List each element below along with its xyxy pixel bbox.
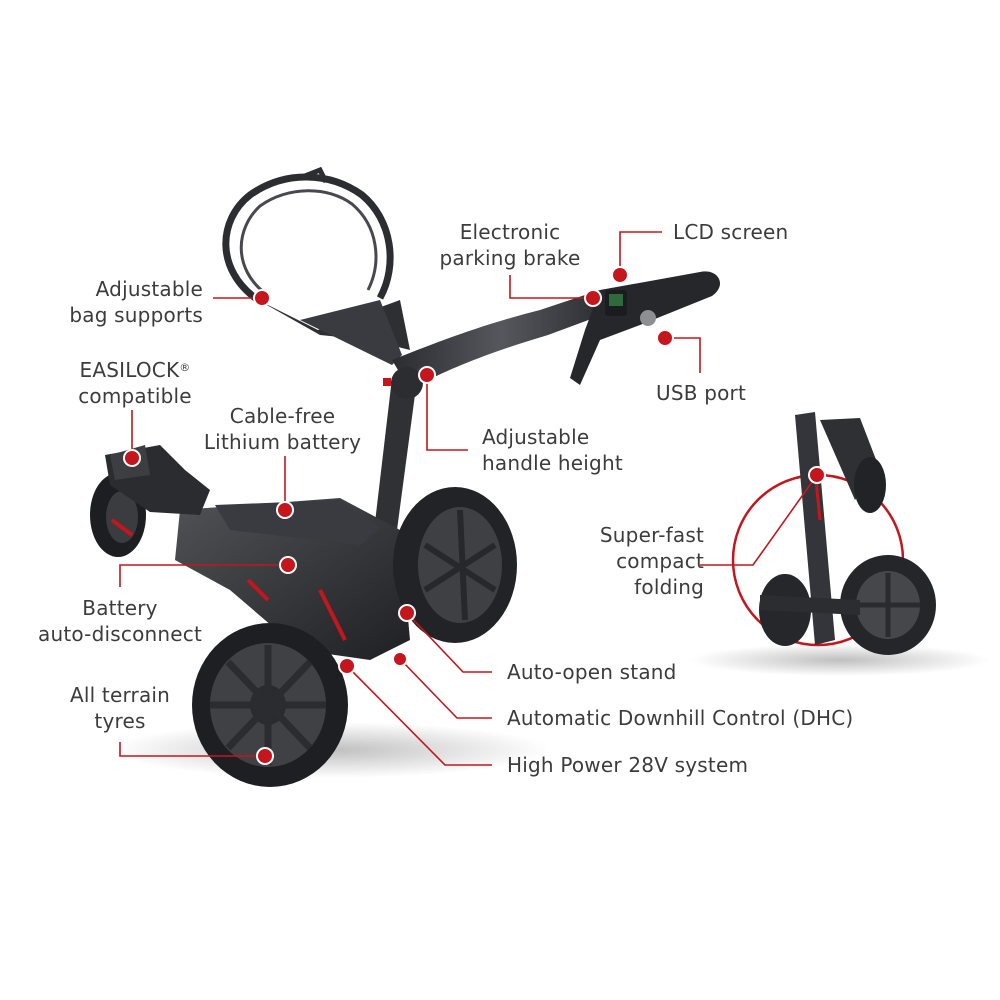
central-column [372,372,418,548]
label-all-terrain-tyres: All terrain tyres [69,683,171,733]
rear-right-wheel [393,487,517,643]
label-electronic-parking-brake: Electronic parking brake [439,220,581,270]
callout-leaders [119,231,818,766]
label-adjustable-bag-supports: Adjustable bag supports [69,277,203,327]
label-super-fast-folding: Super-fast compact folding [599,523,704,599]
label-lcd-screen: LCD screen [673,220,789,244]
handle-arm [392,290,610,390]
label-downhill-control: Automatic Downhill Control (DHC) [507,706,854,730]
handle-grip [570,271,721,385]
label-auto-open-stand: Auto-open stand [507,660,677,684]
label-high-power-system: High Power 28V system [507,753,749,777]
label-easilock-compatible: EASILOCK® compatible [78,358,192,408]
bag-support-ring [222,166,394,303]
rear-left-wheel [192,623,348,787]
label-usb-port: USB port [656,381,747,405]
easilock-text: EASILOCK [79,358,180,382]
callout-dots [123,266,826,765]
label-adjustable-handle-height: Adjustable handle height [482,425,623,475]
label-battery-auto-disconnect: Battery auto-disconnect [38,596,202,646]
folded-trolley [759,412,936,655]
registered-mark: ® [179,361,191,374]
label-cable-free-battery: Cable-free Lithium battery [203,404,362,454]
folded-ground-shadow [690,644,990,676]
